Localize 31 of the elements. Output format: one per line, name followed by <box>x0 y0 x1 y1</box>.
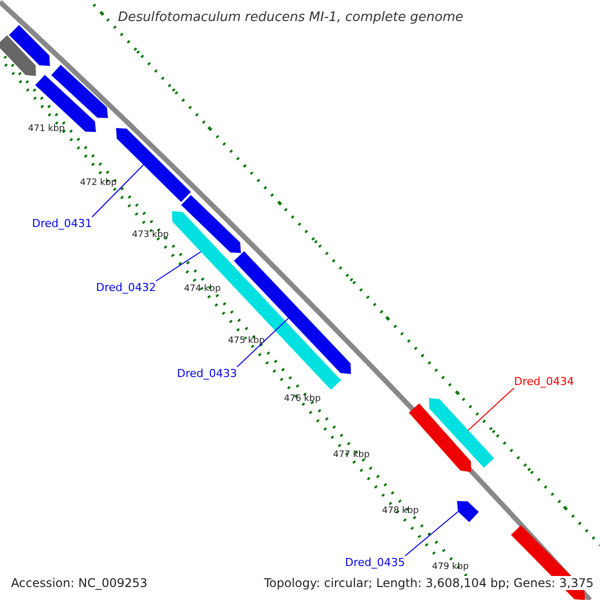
scale-label: 474 kbp <box>184 284 221 294</box>
title: Desulfotomaculum reducens MI-1, complete genome <box>118 10 464 25</box>
scale-label: 475 kbp <box>228 336 265 346</box>
leader-line <box>404 511 459 556</box>
scale-label: 477 kbp <box>333 450 370 460</box>
gene-label: Dred_0432 <box>96 281 156 294</box>
footer-text: Accession: NC_009253 <box>9 576 150 590</box>
scale-label: 476 kbp <box>284 394 321 404</box>
gene-label: Dred_0431 <box>32 217 92 230</box>
gene-feature <box>181 194 241 253</box>
gene-label: Dred_0433 <box>177 367 237 380</box>
gene-feature <box>457 501 479 522</box>
gene-label: Dred_0434 <box>514 375 574 388</box>
gene-feature <box>51 64 108 118</box>
gene-feature <box>9 25 50 66</box>
footer-text: Topology: circular; Length: 3,608,104 bp; Genes: 3,375 <box>262 576 596 590</box>
leader-line <box>92 164 144 218</box>
gene-label: Dred_0435 <box>345 556 405 569</box>
leader-line <box>468 388 514 431</box>
gene-feature <box>172 211 342 390</box>
scale-label: 478 kbp <box>382 506 419 516</box>
scale-label: 473 kbp <box>132 230 169 240</box>
gene-feature <box>408 403 471 472</box>
scale-label: 479 kbp <box>432 562 469 572</box>
leader-line <box>236 318 289 368</box>
scale-label: 472 kbp <box>80 178 117 188</box>
gene-feature <box>116 128 191 202</box>
gene-feature <box>0 35 36 76</box>
leader-line <box>156 251 202 282</box>
gene-feature <box>429 398 494 468</box>
scale-label: 471 kbp <box>28 124 65 134</box>
